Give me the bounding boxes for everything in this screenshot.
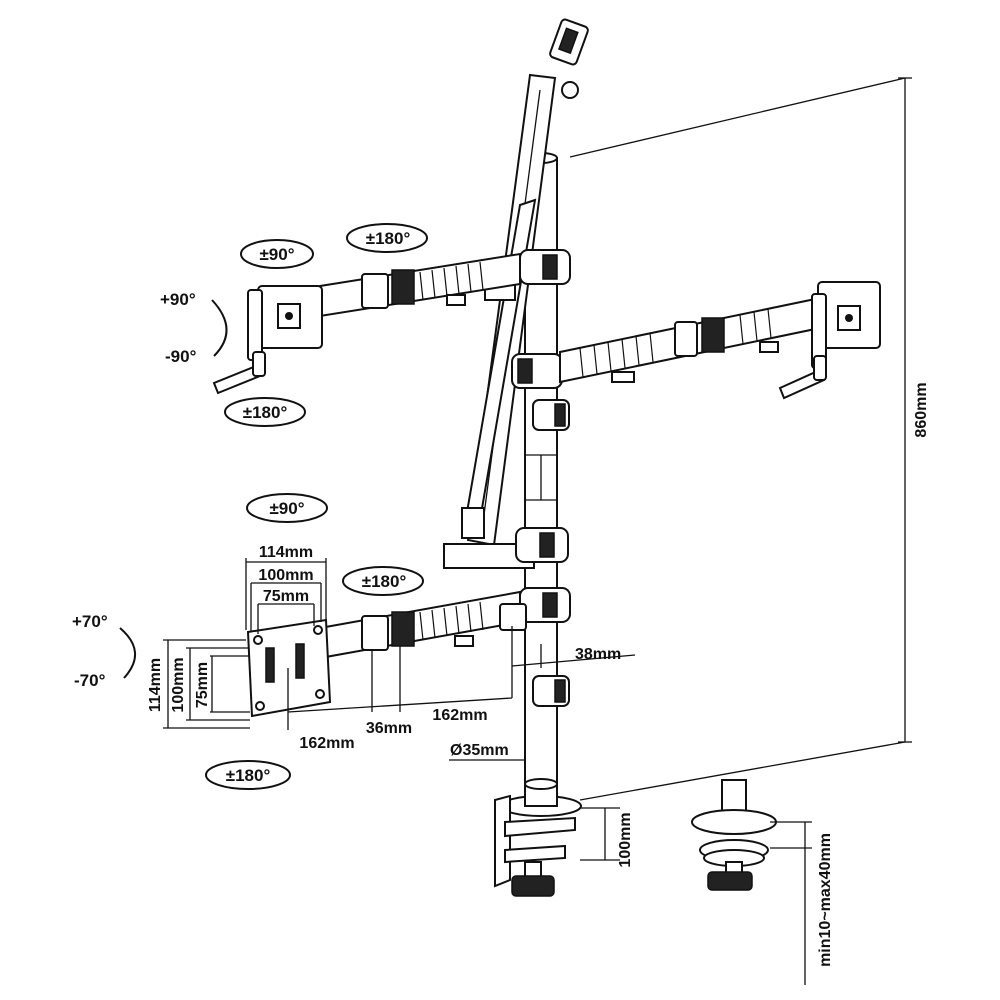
bottom-tilt-label: ±90° <box>269 499 304 518</box>
top-left-pivot-down-label: -90° <box>165 347 197 366</box>
bottom-pivot-arc <box>119 627 137 679</box>
desk-clamp <box>494 778 582 897</box>
top-left-pivot-up-label: +90° <box>160 290 196 309</box>
bottom-swivel-label: ±180° <box>362 572 407 591</box>
cable-clip-lower <box>532 675 570 707</box>
bottom-rotate-oval <box>205 760 291 790</box>
top-right-arm <box>511 281 881 400</box>
top-left-rotate-oval <box>224 397 306 427</box>
height-guide <box>569 77 912 801</box>
arm-seg2-length: 36mm <box>366 720 412 737</box>
rotation-indicators: ±90° ±180° +90° -90° ±180° ±90° ±180° +7… <box>72 223 428 790</box>
vesa-width-114: 114mm <box>259 544 313 561</box>
arm-seg1-length: 162mm <box>299 735 354 752</box>
vesa-width-100: 100mm <box>258 567 313 584</box>
arm-seg3-length: 162mm <box>432 707 487 724</box>
cable-clip-upper <box>532 399 570 431</box>
vesa-plate <box>246 618 332 718</box>
arm-dimensions: 162mm 36mm 162mm 38mm Ø35mm <box>287 626 636 761</box>
clamp-width-label: 38mm <box>575 646 621 663</box>
tray-collar <box>443 527 569 569</box>
pole-diameter-label: Ø35mm <box>450 742 509 759</box>
vesa-width-75: 75mm <box>263 588 309 605</box>
bottom-rotate-label: ±180° <box>226 766 271 785</box>
bottom-tilt-oval <box>246 493 328 523</box>
desk-thickness-label: min10~max40mm <box>817 833 834 967</box>
bottom-left-arm <box>319 587 571 660</box>
bottom-pivot-down-label: -70° <box>74 671 106 690</box>
clamp-detail <box>691 779 777 891</box>
vesa-height-114: 114mm <box>147 658 164 712</box>
top-left-rotate-label: ±180° <box>243 403 288 422</box>
bottom-pivot-up-label: +70° <box>72 612 108 631</box>
height-dimensions: 860mm 100mm min10~max40mm <box>580 382 930 985</box>
top-left-arm <box>212 249 571 395</box>
clamp-plate-height-label: 100mm <box>617 812 634 867</box>
vesa-height-100: 100mm <box>170 657 187 712</box>
top-left-swivel-label: ±180° <box>366 229 411 248</box>
vesa-dimensions: 114mm 100mm 75mm 114mm 100mm 75mm <box>147 544 327 729</box>
vesa-height-75: 75mm <box>194 662 211 708</box>
top-left-tilt-oval <box>240 239 314 269</box>
top-left-pivot-arc <box>211 299 228 357</box>
top-left-swivel-oval <box>346 223 428 253</box>
top-left-tilt-label: ±90° <box>259 245 294 264</box>
total-height-label: 860mm <box>913 382 930 437</box>
bottom-swivel-oval <box>342 566 424 596</box>
